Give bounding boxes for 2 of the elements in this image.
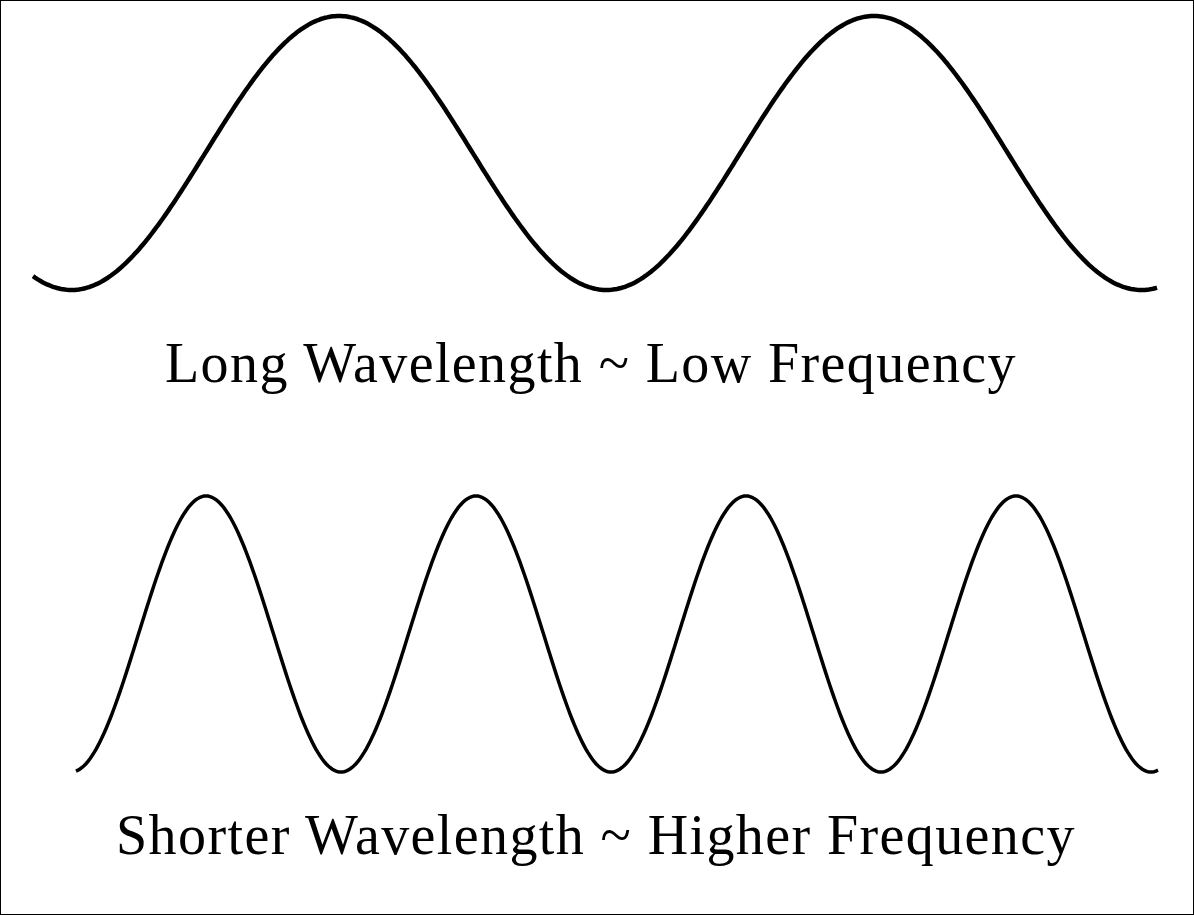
wave-caption: Shorter Wavelength ~ Higher Frequency [116, 804, 1076, 866]
wave-caption: Long Wavelength ~ Low Frequency [165, 332, 1017, 394]
